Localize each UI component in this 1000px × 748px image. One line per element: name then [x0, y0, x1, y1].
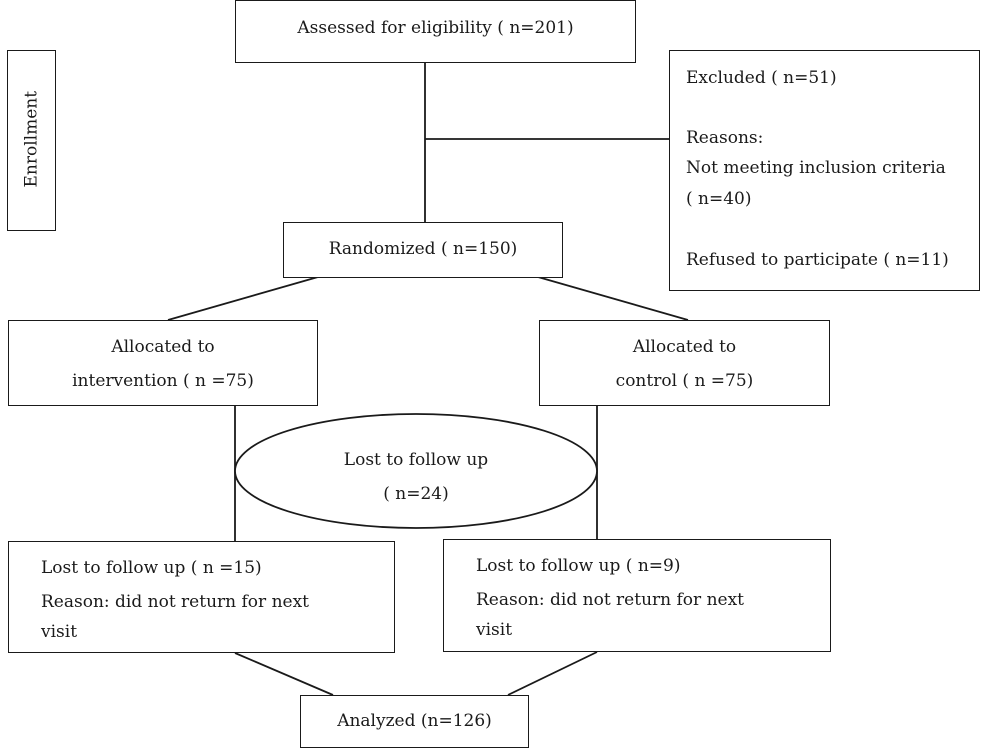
- control-box: Allocated to control ( n =75): [539, 320, 830, 406]
- randomized-label: Randomized ( n=150): [328, 239, 518, 259]
- excluded-title: Excluded ( n=51): [686, 68, 837, 88]
- lost-control-line-2: Reason: did not return for next: [476, 590, 744, 610]
- analyzed-box: Analyzed (n=126): [300, 695, 529, 748]
- lost-intervention-line-3: visit: [41, 622, 78, 642]
- lost-total-line-2: ( n=24): [383, 484, 449, 504]
- intervention-box: Allocated to intervention ( n =75): [8, 320, 318, 406]
- lost-total-line-1: Lost to follow up: [343, 450, 489, 470]
- excluded-reason-1: Not meeting inclusion criteria: [686, 158, 946, 178]
- assessed-box: Assessed for eligibility ( n=201): [235, 0, 636, 63]
- control-line-1: Allocated to: [632, 337, 737, 357]
- enrollment-label: Enrollment: [21, 90, 42, 188]
- lost-intervention-box: Lost to follow up ( n =15) Reason: did n…: [8, 541, 395, 653]
- intervention-line-2: intervention ( n =75): [72, 371, 254, 391]
- randomized-box: Randomized ( n=150): [283, 222, 563, 278]
- control-line-2: control ( n =75): [615, 371, 754, 391]
- intervention-line-1: Allocated to: [111, 337, 215, 357]
- enrollment-box: Enrollment: [7, 50, 56, 231]
- connector-lost-intervention-analyzed: [234, 652, 334, 696]
- lost-total-ellipse: [234, 413, 598, 529]
- excluded-reason-1-count: ( n=40): [686, 189, 752, 209]
- connector-randomized-intervention: [167, 276, 319, 321]
- lost-control-line-1: Lost to follow up ( n=9): [476, 556, 681, 576]
- connector-lost-control-analyzed: [507, 651, 598, 696]
- analyzed-label: Analyzed (n=126): [337, 711, 492, 731]
- lost-control-line-3: visit: [476, 620, 513, 640]
- excluded-reason-2: Refused to participate ( n=11): [686, 250, 949, 270]
- lost-control-box: Lost to follow up ( n=9) Reason: did not…: [443, 539, 831, 652]
- excluded-reasons-label: Reasons:: [686, 128, 764, 148]
- lost-intervention-line-2: Reason: did not return for next: [41, 592, 309, 612]
- lost-intervention-line-1: Lost to follow up ( n =15): [41, 558, 262, 578]
- excluded-box: Excluded ( n=51) Reasons: Not meeting in…: [669, 50, 980, 291]
- connector-randomized-control: [537, 276, 689, 321]
- assessed-label: Assessed for eligibility ( n=201): [297, 18, 574, 38]
